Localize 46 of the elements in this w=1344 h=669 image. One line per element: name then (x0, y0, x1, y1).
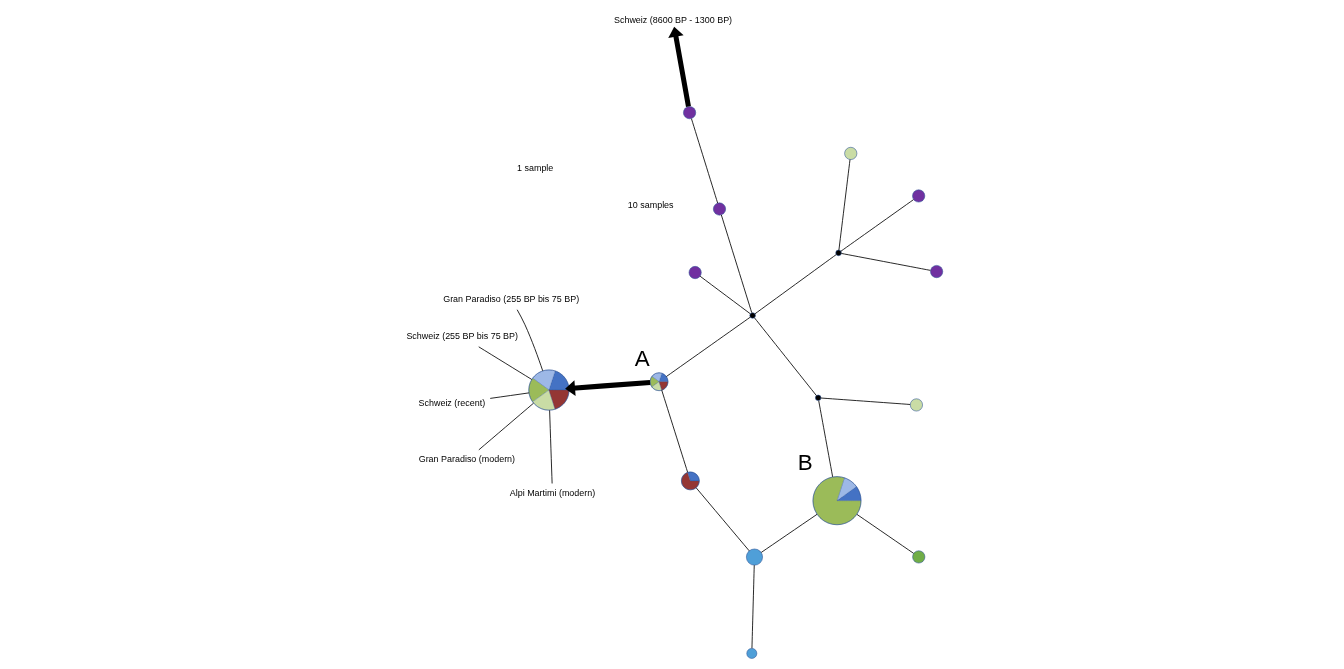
connector (666, 316, 751, 377)
node-text: Alpi Martimi (modern) (509, 487, 596, 498)
node-circle (930, 265, 944, 278)
node-circle (815, 394, 822, 401)
node-circle (683, 106, 696, 120)
connector (549, 409, 553, 484)
node-circle (713, 202, 726, 216)
connector (720, 214, 753, 314)
node-text: Gran Paradiso (255 BP bis 75 BP) (443, 293, 580, 304)
node-text: Gran Paradiso (modern) (418, 454, 516, 465)
connector (516, 309, 544, 372)
node-circle (746, 648, 758, 659)
label: 1 sample (517, 162, 554, 173)
connector (489, 392, 530, 399)
connector (478, 402, 534, 451)
node-circle (688, 266, 702, 279)
connector (856, 514, 914, 554)
node-circle (912, 189, 926, 203)
connector (478, 346, 533, 380)
connector (838, 159, 851, 251)
node-text: Schweiz (255 BP bis 75 BP) (406, 330, 519, 341)
connector (840, 199, 914, 252)
connector (754, 254, 837, 315)
arrow (668, 26, 691, 107)
node-text: Schweiz (recent) (418, 397, 486, 408)
connector (661, 389, 689, 473)
label: 10 samples (627, 199, 674, 210)
connector (754, 317, 817, 397)
node-circle (746, 548, 763, 566)
node-circle (749, 312, 756, 319)
connector (699, 275, 751, 315)
node-circle (912, 550, 926, 564)
node-circle (910, 398, 923, 412)
connector (695, 487, 750, 552)
connector (751, 564, 755, 649)
connector (818, 400, 834, 478)
arrow (565, 379, 651, 396)
connector (820, 397, 911, 405)
connector (760, 513, 818, 553)
node-circle (844, 147, 858, 160)
connector (840, 253, 931, 271)
node-label: B (797, 449, 813, 475)
connector (691, 118, 719, 204)
node-label: A (634, 346, 650, 372)
node-text: Schweiz (8600 BP - 1300 BP) (614, 14, 733, 25)
node-circle (835, 249, 842, 256)
